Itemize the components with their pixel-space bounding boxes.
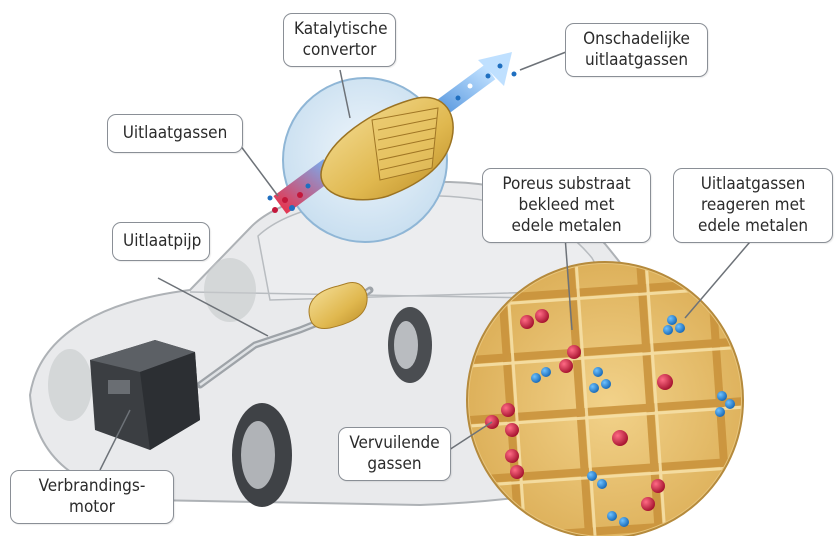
label-gases-react-line2: reageren met [701,195,805,215]
label-combustion-engine: Verbrandings- motor [10,470,174,524]
label-catalytic-converter-line2: convertor [303,40,377,60]
label-porous-substrate-line1: Poreus substraat [502,174,630,194]
label-exhaust-gases-text: Uitlaatgassen [123,123,228,143]
label-exhaust-gases: Uitlaatgassen [107,114,243,153]
label-gases-react-line1: Uitlaatgassen [701,174,806,194]
front-left-wheel [48,349,92,421]
label-porous-substrate-line3: edele metalen [511,216,621,236]
label-combustion-engine-line2: motor [69,497,115,517]
label-polluting-gases: Vervuilende gassen [338,427,451,481]
label-harmless-exhaust-line2: uitlaatgassen [585,50,688,70]
label-porous-substrate-line2: bekleed met [519,195,615,215]
label-polluting-gases-line1: Vervuilende [349,433,439,453]
label-polluting-gases-line2: gassen [367,454,421,474]
label-exhaust-pipe: Uitlaatpijp [112,222,210,261]
label-combustion-engine-line1: Verbrandings- [39,476,146,496]
label-gases-react-line3: edele metalen [698,216,808,236]
label-exhaust-pipe-text: Uitlaatpijp [123,231,201,251]
label-catalytic-converter-line1: Katalytische [294,19,388,39]
label-gases-react: Uitlaatgassen reageren met edele metalen [673,168,833,243]
label-harmless-exhaust: Onschadelijke uitlaatgassen [565,23,708,77]
rear-wheel [388,307,432,383]
converter-grille [372,108,438,180]
label-porous-substrate: Poreus substraat bekleed met edele metal… [482,168,651,243]
label-harmless-exhaust-line1: Onschadelijke [583,29,690,49]
front-wheel [232,403,292,507]
rear-left-wheel [204,258,256,322]
label-catalytic-converter: Katalytische convertor [283,13,396,67]
